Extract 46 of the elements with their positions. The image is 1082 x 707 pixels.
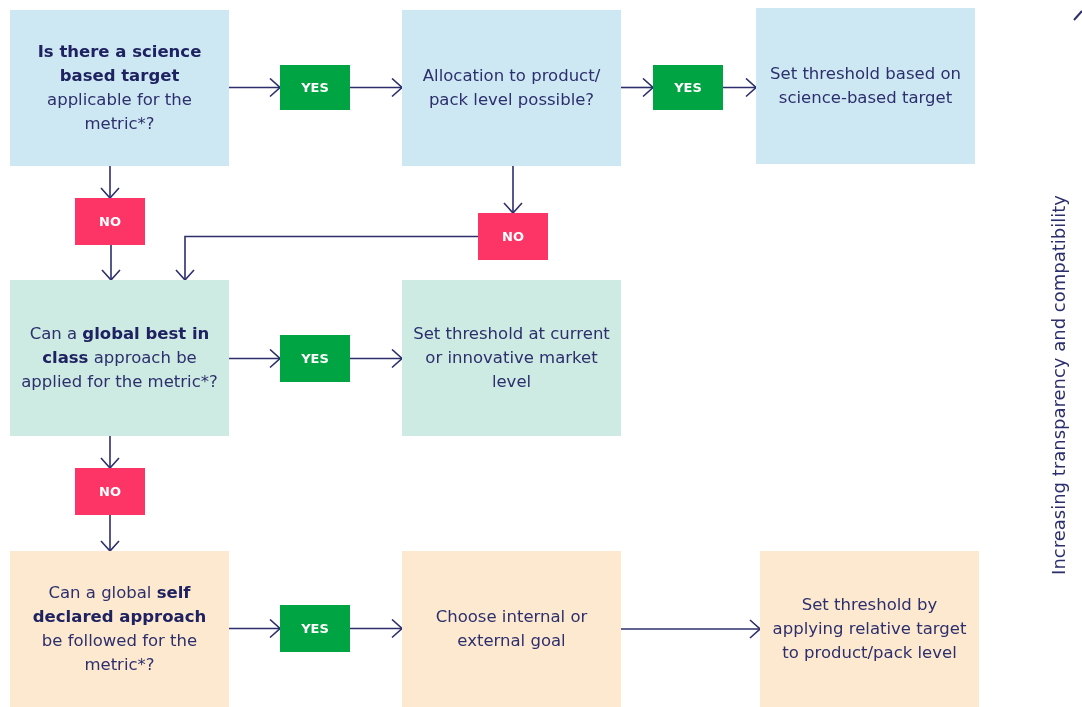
decision-box <box>402 10 621 166</box>
box-text: Choose internal or external goal <box>434 606 589 652</box>
result-box <box>760 551 979 707</box>
arrow <box>349 618 403 639</box>
answer-label: YES <box>301 351 329 366</box>
arrow <box>175 235 479 281</box>
arrow <box>228 77 281 98</box>
answer-label: NO <box>502 229 524 244</box>
answer-tag <box>75 468 145 515</box>
arrow <box>100 435 120 469</box>
decision-box <box>10 280 229 436</box>
arrow <box>100 514 120 552</box>
result-box <box>402 551 621 707</box>
decision-box <box>10 10 229 166</box>
box-text: Set threshold at current or innovative market level <box>412 323 611 393</box>
box-text: Is there a science based target applicable for the metric*? <box>36 41 203 135</box>
arrow <box>228 618 281 639</box>
answer-label: YES <box>301 80 329 95</box>
arrow <box>620 619 761 639</box>
arrow <box>349 348 403 369</box>
answer-tag <box>280 65 350 110</box>
answer-label: YES <box>301 621 329 636</box>
box-text: Can a global self declared approach be followed for the metric*? <box>31 582 208 676</box>
arrow <box>228 348 281 369</box>
arrow <box>100 165 120 199</box>
answer-tag <box>280 335 350 382</box>
answer-label: NO <box>99 214 121 229</box>
arrow <box>620 77 654 98</box>
answer-tag <box>75 198 145 245</box>
result-box <box>756 8 975 164</box>
box-text: Set threshold by applying relative target to product/pack level <box>771 594 968 664</box>
answer-tag <box>280 605 350 652</box>
decision-box <box>10 551 229 707</box>
box-text: Can a global best in class approach be applied for the metric*? <box>20 323 219 393</box>
answer-label: YES <box>674 80 702 95</box>
result-box <box>402 280 621 436</box>
answer-label: NO <box>99 484 121 499</box>
box-text: Allocation to product/ pack level possible? <box>421 65 602 111</box>
arrow <box>101 244 121 281</box>
answer-tag <box>478 213 548 260</box>
arrow <box>722 77 757 98</box>
answer-tag <box>653 65 723 110</box>
arrow <box>503 165 523 214</box>
arrow <box>349 77 403 98</box>
axis-label: Increasing transparency and compatibility <box>1047 195 1069 575</box>
box-text: Set threshold based on science-based target <box>769 63 962 109</box>
